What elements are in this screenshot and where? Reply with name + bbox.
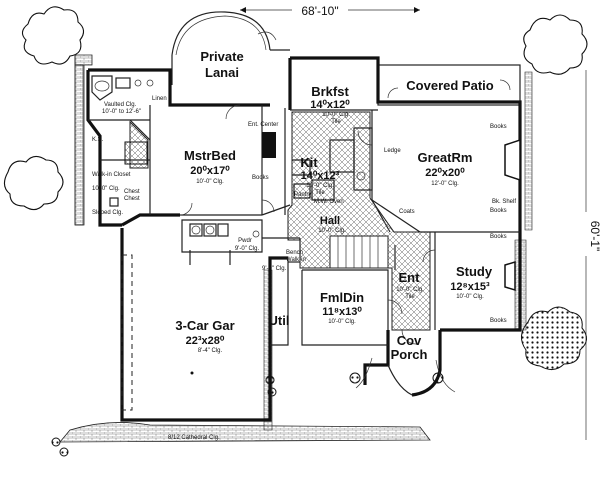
fml-din-name: FmlDin [320,290,364,305]
door-swings [179,79,511,345]
planter-beds [59,54,533,443]
hall-ceiling: 10'-0" Clg. [318,228,346,234]
cov-porch-label-1: Cov [397,333,422,348]
room-brkfst: Brkfst 14⁰x12⁰ 10'-0" Clg. Tile [310,84,350,125]
brkfst-finish: Tile [331,119,341,125]
note-ledge: Ledge [384,148,401,154]
room-ent: Ent 10'-0" Clg. Tile [396,270,424,300]
note-walk-in: Walk-in [286,257,306,263]
garage-ceiling: 8'-4" Clg. [198,348,223,354]
ent-finish: Tile [405,294,415,300]
note-books-study-2: Books [490,318,507,324]
tile-areas [129,111,431,331]
private-lanai-label-1: Private [200,49,243,64]
room-private-lanai: Private Lanai [200,49,243,80]
private-lanai-outline [171,11,290,85]
bath-fixtures [91,75,260,238]
note-walk-in-closet: Walk-in Closet [92,172,131,178]
brkfst-size: 14⁰x12⁰ [310,99,350,111]
mstr-bed-name: MstrBed [184,148,236,163]
depth-dimension: 60'-1" [585,70,600,440]
ent-name: Ent [399,270,421,285]
note-pantry: Pantry [294,192,311,198]
width-dimension-label: 68'-10" [301,4,338,18]
study-ceiling: 10'-0" Clg. [456,294,484,300]
note-bench: Bench [286,250,303,256]
kitchen-fixtures [292,127,373,201]
note-closet-clg: 10'-0" Clg. [92,186,120,192]
covered-porch-outline [355,357,456,396]
brkfst-ceiling: 10'-0" Clg. [322,112,350,118]
study-name: Study [456,264,493,279]
exterior-walls [86,56,522,422]
laundry-fixtures [189,223,229,237]
brkfst-name: Brkfst [311,84,349,99]
note-vaulted-range: 10'-0" to 12'-6" [102,109,141,115]
note-bk-shelf: Bk. Shelf [492,199,516,205]
note-ks: K.S. [92,137,104,143]
note-vaulted: Vaulted Clg. [104,102,137,108]
ent-ceiling: 10'-0" Clg. [396,287,424,293]
pwdr-ceiling: 9'-0" Clg. [235,246,260,252]
garage-name: 3-Car Gar [175,318,234,333]
util-label: Util [269,313,290,328]
kit-ceiling: 10'-0" Clg. [306,183,334,189]
note-linen: Linen [152,96,167,102]
garage-features [121,250,231,411]
note-ceiling-9: 9'-0" Clg. [262,266,287,272]
garage-size: 22³x28⁰ [186,335,225,347]
depth-dimension-label: 60'-1" [588,221,600,252]
width-dimension: 68'-10" [240,4,420,18]
study-size: 12⁸x15³ [450,281,490,293]
fireplaces [262,132,521,292]
room-hall: Hall 10'-0" Clg. [318,215,346,234]
private-lanai-label-2: Lanai [205,65,239,80]
staircase [329,235,389,269]
note-chest-1: Chest [124,189,140,195]
room-mstr-bed: MstrBed 20⁰x17⁰ 10'-0" Clg. [184,148,236,185]
room-cov-porch: Cov Porch [391,333,428,362]
landscaping [3,6,588,457]
mstr-bed-size: 20⁰x17⁰ [190,165,230,177]
kit-name: Kit [300,155,318,170]
note-garage-foot: 8/12 Cathedral Clg. [168,435,220,441]
note-mw-oven: M.W. Oven [314,199,344,205]
great-rm-size: 22⁰x20⁰ [425,167,465,179]
note-books-great-2: Books [490,208,507,214]
room-fml-din: FmlDin 11⁸x13⁰ 10'-0" Clg. [320,290,364,325]
note-ent-center: Ent. Center [248,122,278,128]
note-sloped-clg: Sloped Clg. [92,210,123,216]
plan-notes: Vaulted Clg. 10'-0" to 12'-6" Linen Walk… [92,96,516,441]
mstr-bed-ceiling: 10'-0" Clg. [196,179,224,185]
room-study: Study 12⁸x15³ 10'-0" Clg. [450,264,493,300]
note-coats: Coats [399,209,415,215]
kit-size: 14⁰x12³ [301,170,340,182]
fml-din-ceiling: 10'-0" Clg. [328,319,356,325]
kit-finish: Tile [315,190,325,196]
note-books-study-1: Books [490,234,507,240]
note-books-mstr: Books [252,175,269,181]
covered-patio-label: Covered Patio [406,78,493,93]
note-books-great-1: Books [490,124,507,130]
room-pwdr: Pwdr 9'-0" Clg. [235,238,260,252]
cov-porch-label-2: Porch [391,347,428,362]
room-great-rm: GreatRm 22⁰x20⁰ 12'-0" Clg. [418,150,473,187]
room-garage: 3-Car Gar 22³x28⁰ 8'-4" Clg. [175,318,234,354]
room-kit: Kit 14⁰x12³ 10'-0" Clg. Tile [300,155,339,196]
hall-name: Hall [320,215,340,227]
note-chest-2: Chest [124,196,140,202]
great-rm-name: GreatRm [418,150,473,165]
fml-din-size: 11⁸x13⁰ [322,306,362,318]
great-rm-ceiling: 12'-0" Clg. [431,181,459,187]
pwdr-name: Pwdr [238,238,252,244]
